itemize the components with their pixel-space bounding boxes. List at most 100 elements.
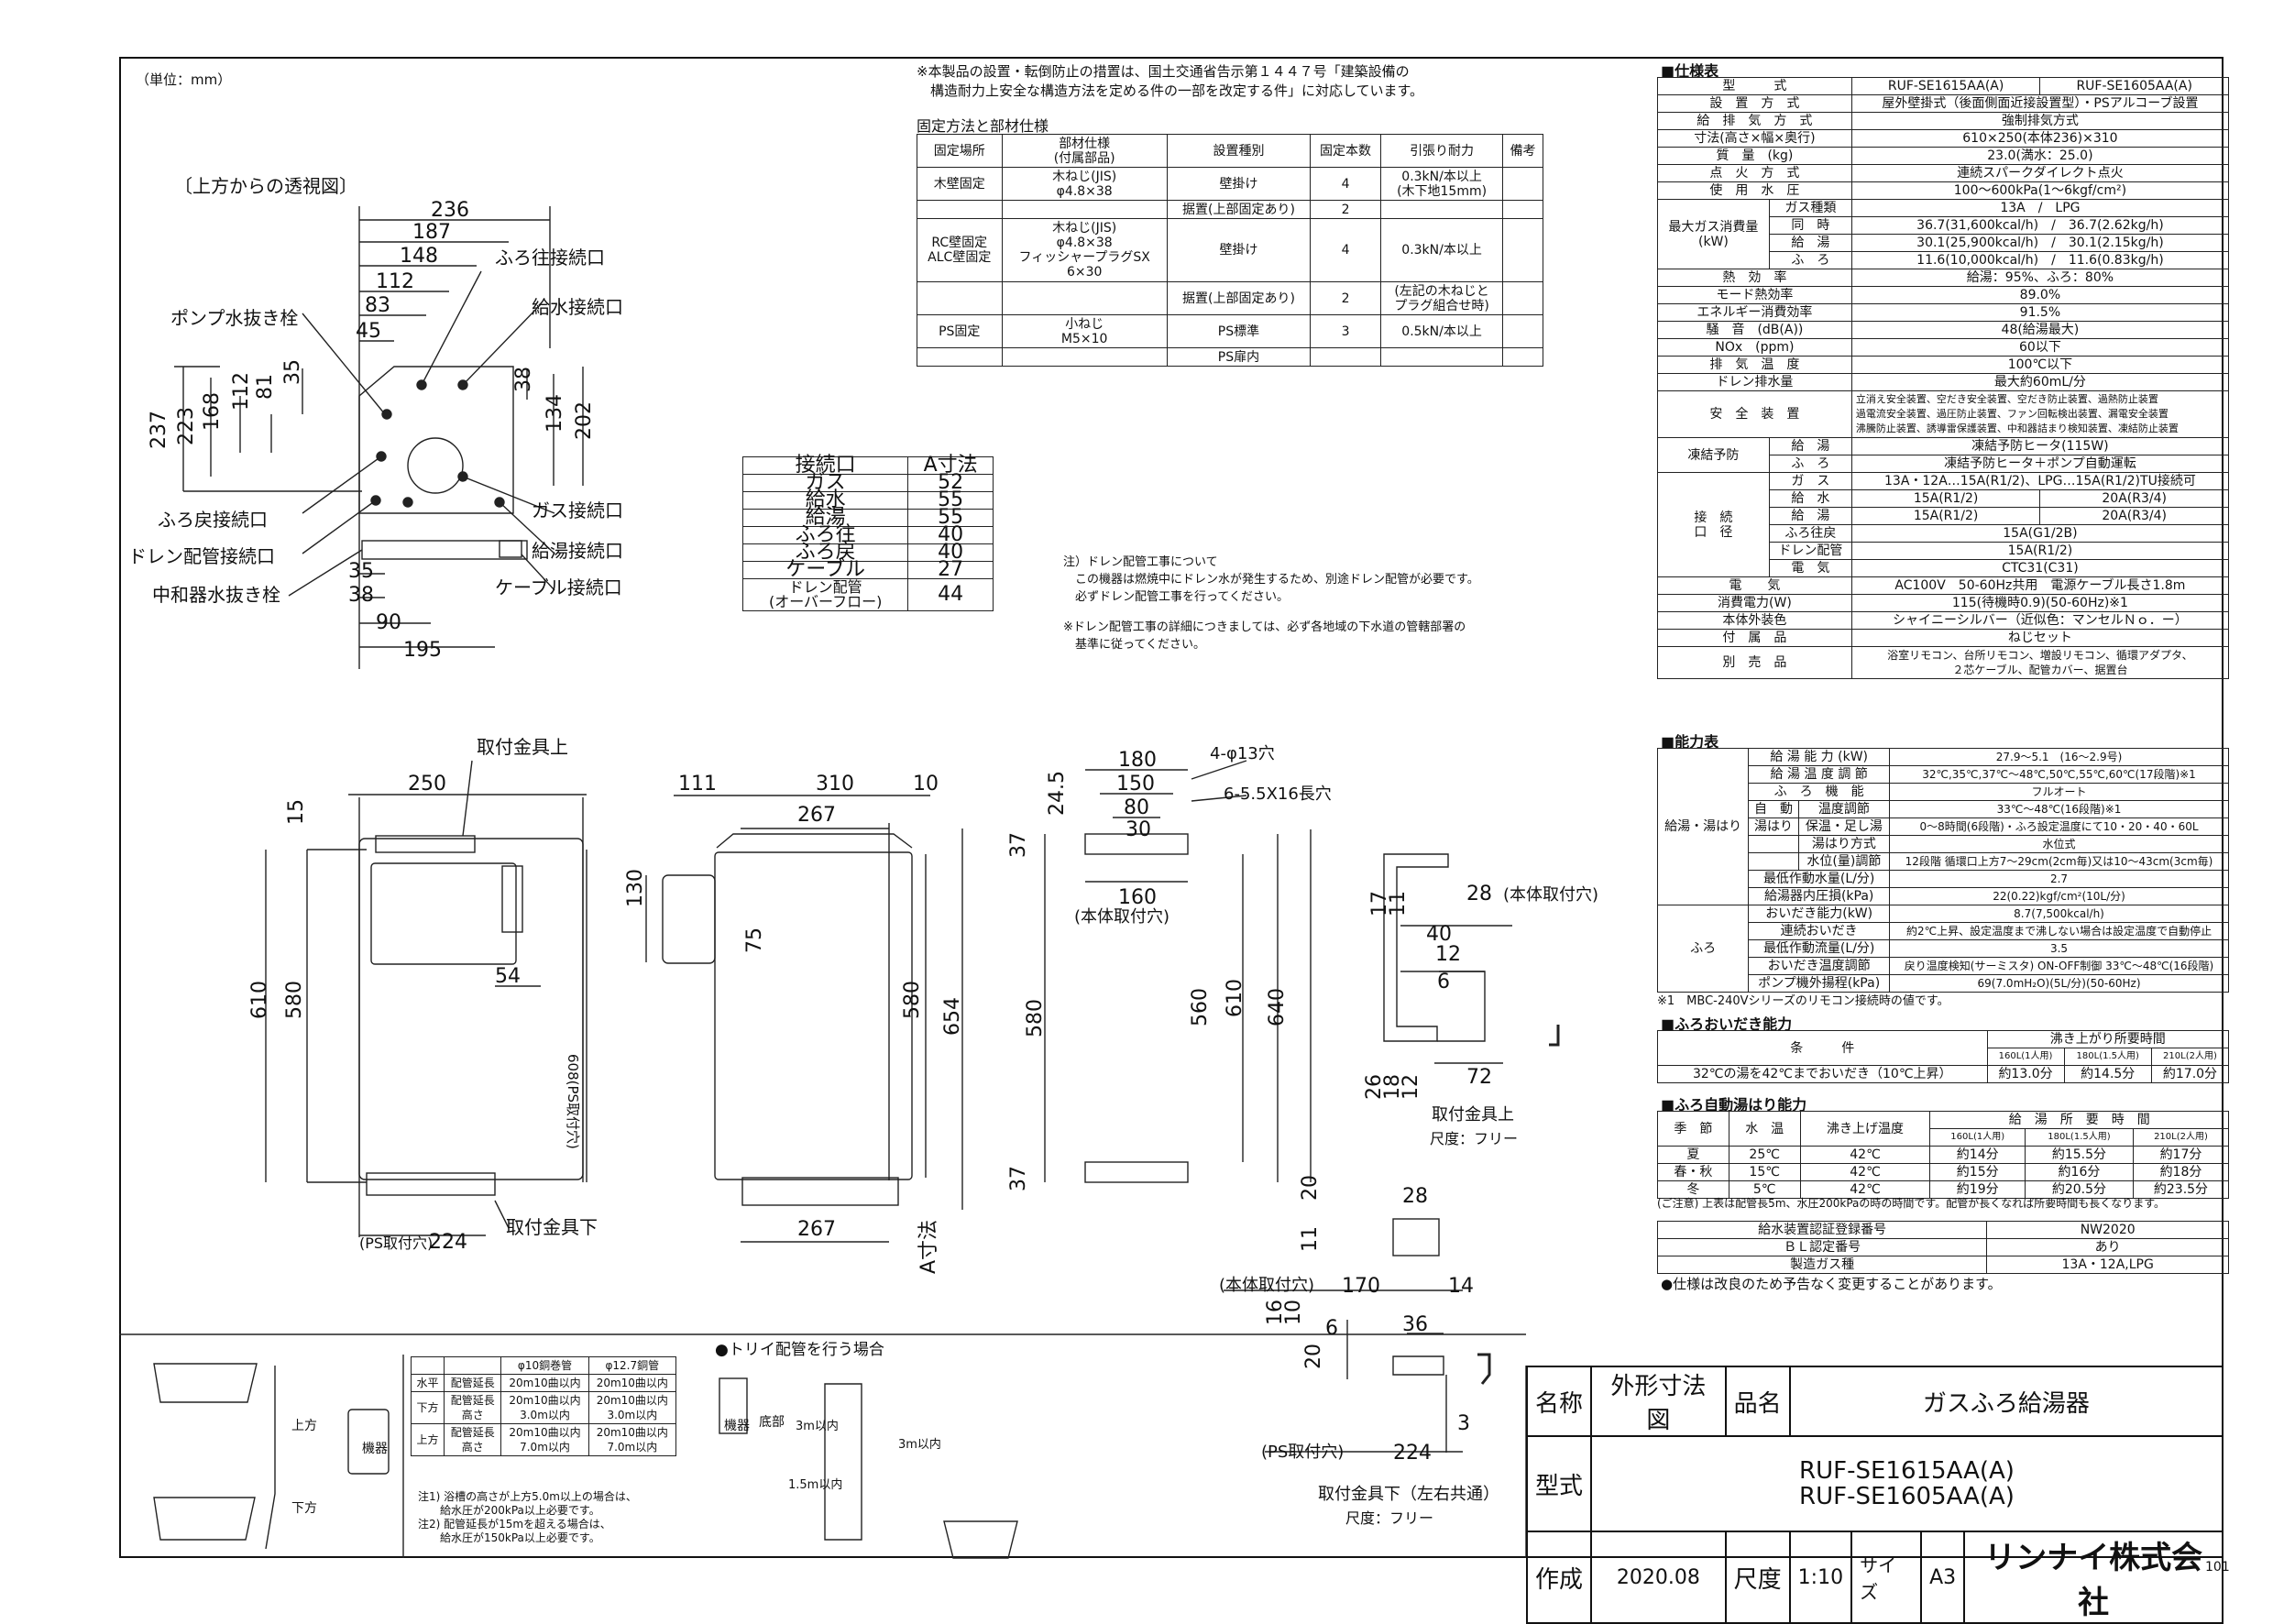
table-row: 据置(上部固定あり)2(左記の木ねじと プラグ組合せ時) (917, 281, 1543, 316)
table-row: ポンプ機外揚程(kPa)69(7.0mH₂O)(5L/分)(50-60Hz) (1658, 974, 2229, 993)
pipe-header: φ10銅巻管 (500, 1356, 589, 1375)
spec-value: 20A(R3/4) (2039, 507, 2229, 525)
spec-value: 115(待機時0.9)(50-60Hz)※1 (1850, 594, 2230, 612)
auto-cell: 約15分 (1929, 1163, 2026, 1181)
fixing-header: 固定本数 (1310, 133, 1381, 169)
drain-note: 注）ドレン配管工事について この機器は燃焼中にドレン水が発生するため、別途ドレン… (1063, 554, 1479, 653)
dimension-label: 38 (512, 367, 535, 392)
table-row: 別 売 品浴室リモコン、台所リモコン、増設リモコン、循環アダプタ、 ２芯ケーブル… (1657, 646, 2230, 679)
auto-header: 沸き上げ温度 (1799, 1111, 1931, 1147)
dimension-label: 236 (431, 199, 469, 222)
pipe-cell: 配管延長 高さ (444, 1391, 502, 1424)
oidaki-value: 約17.0分 (2150, 1065, 2230, 1083)
spec-sublabel: 給 湯 (1768, 234, 1852, 252)
drawing-name: 外形寸法図 (1590, 1366, 1727, 1437)
dimension-label: 180 (1118, 749, 1157, 772)
spec-value: 最大約60mL/分 (1850, 373, 2230, 391)
size-label: サイズ (1850, 1531, 1923, 1624)
dimension-label: 10 (913, 773, 939, 796)
fixing-cell (1502, 347, 1543, 367)
oidaki-value: 約13.0分 (1986, 1065, 2065, 1083)
dimension-label: 250 (408, 773, 446, 796)
dimension-label: 54 (495, 965, 521, 988)
capacity-value: 69(7.0mH₂O)(5L/分)(50-60Hz) (1889, 974, 2229, 993)
spec-title: ■仕様表 (1661, 62, 1719, 80)
dimension-label: 37 (1007, 832, 1030, 858)
fixing-cell (1502, 167, 1543, 202)
spec-model-label: 型 式 (1657, 77, 1852, 95)
table-row: NOx (ppm)60以下 (1657, 338, 2230, 357)
oidaki-value: 32℃の湯を42℃までおいだき（10℃上昇） (1657, 1065, 1988, 1083)
fixing-cell: PS標準 (1166, 314, 1312, 349)
dimension-label: 560 (1189, 988, 1212, 1026)
pipe-cell: 20m10曲以内 (500, 1374, 589, 1392)
spec-sublabel: 給 水 (1768, 489, 1852, 508)
spec-label: 点 火 方 式 (1657, 164, 1852, 182)
capacity-label: 湯はり (1748, 817, 1799, 836)
spec-model: RUF-SE1615AA(A) (1850, 77, 2041, 95)
spec-model: RUF-SE1605AA(A) (2039, 77, 2229, 95)
top-notice-line: ※本製品の設置・転倒防止の措置は、国土交通省告示第１４４７号「建築設備の (917, 63, 1410, 80)
oidaki-col: 160L(1人用) (1986, 1048, 2065, 1066)
label-body-hole: (本体取付穴) (1074, 907, 1169, 927)
spec-value: 15A(R1/2) (1850, 489, 2041, 508)
dimension-label: 640 (1266, 988, 1289, 1026)
connection-cell: 40 (907, 543, 994, 563)
dimension-label: 610 (1224, 979, 1246, 1017)
table-row: 給湯器内圧損(kPa)22(0.22)kgf/cm²(10L/分) (1658, 887, 2229, 905)
drain-note-line: この機器は燃焼中にドレン水が発生するため、別途ドレン配管が必要です。 (1063, 573, 1479, 587)
table-row: おいだき温度調節戻り温度検知(サーミスタ) ON-OFF制御 33℃～48℃(1… (1658, 957, 2229, 975)
spec-value: 100℃以下 (1850, 356, 2230, 374)
top-view (174, 206, 584, 669)
capacity-label: おいだき能力(kW) (1748, 905, 1891, 923)
dimension-label: 81 (254, 374, 277, 400)
dimension-label: 18 (1381, 1074, 1404, 1100)
dimension-label: 36 (1402, 1313, 1428, 1336)
capacity-label: 自 動 (1748, 800, 1799, 818)
dimension-label: 38 (348, 584, 374, 607)
pipe-cell: 水平 (410, 1374, 445, 1392)
label-drain: ドレン配管接続口 (128, 545, 275, 567)
fixing-cell: 据置(上部固定あり) (1166, 281, 1312, 316)
dimension-label: 237 (148, 411, 170, 449)
product-name: ガスふろ給湯器 (1788, 1366, 2224, 1437)
capacity-group: 給湯・湯はり (1656, 748, 1750, 905)
dimension-label: 24.5 (1046, 771, 1069, 816)
spec-value: ねじセット (1850, 629, 2230, 647)
spec-value: 浴室リモコン、台所リモコン、増設リモコン、循環アダプタ、 ２芯ケーブル、配管カバ… (1850, 646, 2230, 679)
dimension-label: 72 (1466, 1066, 1492, 1089)
auto-cell: 約19分 (1929, 1180, 2026, 1199)
dimension-label: 12 (1400, 1074, 1422, 1100)
dimension-label: 150 (1116, 773, 1155, 796)
capacity-title: ■能力表 (1661, 733, 1719, 751)
fixing-cell (1502, 314, 1543, 349)
oidaki-title: ■ふろおいだき能力 (1661, 1015, 1793, 1033)
capacity-label: 最低作動流量(L/分) (1748, 939, 1891, 958)
capacity-label: おいだき温度調節 (1748, 957, 1891, 975)
dimension-label: 202 (573, 401, 596, 440)
label-bracket-bottom: 取付金具下 (506, 1216, 598, 1238)
spec-label: NOx (ppm) (1657, 338, 1852, 357)
auto-col: 180L(1.5人用) (2024, 1128, 2134, 1147)
model-label: 型式 (1526, 1435, 1592, 1532)
pipe-cell: 20m10曲以内 3.0m以内 (500, 1391, 589, 1424)
dimension-label: 195 (403, 639, 442, 662)
spec-label: 接 続 口 径 (1657, 472, 1770, 577)
fixing-header: 備考 (1502, 133, 1543, 169)
spec-label: 質 量 (kg) (1657, 147, 1852, 165)
spec-value: 60以下 (1850, 338, 2230, 357)
capacity-group: ふろ (1656, 905, 1750, 993)
fixing-cell (1001, 281, 1168, 316)
connection-header: A寸法 (907, 455, 994, 476)
label-body-hole-2: (本体取付穴) (1219, 1276, 1314, 1295)
